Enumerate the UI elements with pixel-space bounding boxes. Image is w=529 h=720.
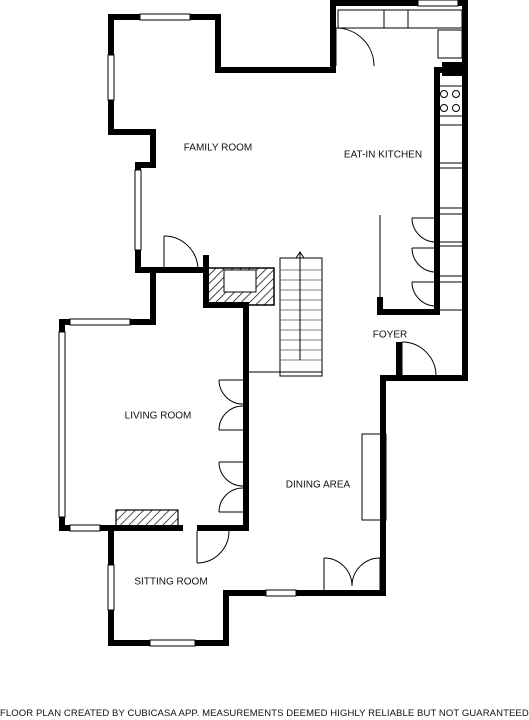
dining-sideboard xyxy=(361,433,387,521)
door-family-room xyxy=(163,235,199,271)
window-living-top xyxy=(69,318,131,326)
window-dining-bottom xyxy=(265,589,297,597)
kitchen-cabinet-1 xyxy=(436,124,464,164)
label-eat-in-kitchen: EAT-IN KITCHEN xyxy=(344,150,422,161)
window-living-bottom xyxy=(69,524,101,532)
disclaimer-text: FLOOR PLAN CREATED BY CUBICASA APP. MEAS… xyxy=(0,708,529,719)
window-sitting-bottom xyxy=(149,639,196,647)
window-kitchen-top xyxy=(417,0,459,7)
door-kitchen-top xyxy=(335,27,375,67)
window-family-left-top xyxy=(107,54,115,101)
windows xyxy=(58,0,459,647)
label-living-room: LIVING ROOM xyxy=(125,411,192,422)
door-sitting-room xyxy=(196,530,230,564)
fireplace-upper-hearth xyxy=(223,269,257,293)
kitchen-cabinet-2 xyxy=(436,167,464,209)
fireplace-living xyxy=(115,509,179,527)
doors xyxy=(163,27,437,590)
wall-kitchen-right xyxy=(377,67,440,315)
kitchen-sink-side xyxy=(437,29,463,59)
door-dining xyxy=(323,557,381,590)
door-foyer xyxy=(401,341,437,377)
window-living-left xyxy=(58,331,66,518)
window-sitting-left xyxy=(107,564,115,611)
label-dining-area: DINING AREA xyxy=(286,480,351,491)
window-family-left xyxy=(134,169,142,251)
kitchen-cabinet-5 xyxy=(436,281,464,311)
kitchen-cabinet-3 xyxy=(436,213,464,243)
kitchen-stove xyxy=(436,85,464,117)
door-living-upper xyxy=(218,379,244,431)
cabinet-doors xyxy=(379,215,437,307)
kitchen-fixtures xyxy=(337,9,464,311)
wall-kitchen-top xyxy=(330,0,468,73)
label-family-room: FAMILY ROOM xyxy=(184,143,253,154)
fireplaces xyxy=(115,267,275,527)
staircase xyxy=(247,251,323,377)
window-family-top xyxy=(139,13,191,21)
kitchen-fridge-block xyxy=(442,62,462,76)
kitchen-cabinet-4 xyxy=(436,245,464,277)
door-living-lower xyxy=(218,461,244,513)
kitchen-sink xyxy=(383,9,409,29)
kitchen-counter-top xyxy=(337,9,463,29)
label-sitting-room: SITTING ROOM xyxy=(134,577,207,588)
label-foyer: FOYER xyxy=(373,330,407,341)
room-labels: FAMILY ROOM EAT-IN KITCHEN FOYER LIVING … xyxy=(125,143,422,588)
